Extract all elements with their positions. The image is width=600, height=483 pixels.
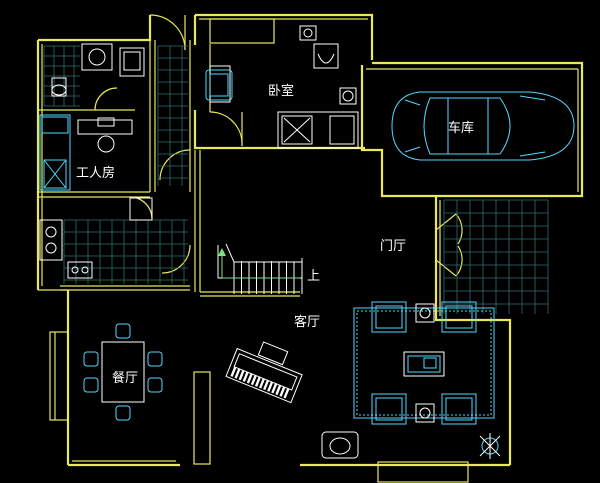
bedroom-furniture (205, 25, 359, 149)
living-room-furniture (321, 301, 501, 459)
servant-room-furniture (39, 114, 71, 191)
staircase (217, 243, 303, 294)
room-label-servant-room: 工人房 (76, 165, 115, 181)
car-icon (391, 91, 575, 161)
room-label-bedroom: 卧室 (268, 83, 294, 99)
stair-arrow-icon (218, 248, 300, 279)
bathroom-fixtures (51, 43, 145, 153)
stair-up-label: 上 (307, 269, 320, 284)
room-label-foyer: 门厅 (380, 239, 406, 254)
room-label-garage: 车库 (448, 120, 474, 136)
dining-furniture (83, 323, 163, 421)
tile-grids (43, 45, 549, 314)
room-label-living-room: 客厅 (294, 314, 320, 330)
room-labels: 卧室 车库 工人房 门厅 客厅 餐厅 上 (76, 83, 474, 386)
walls (36, 13, 584, 483)
kitchen-fixtures (39, 197, 153, 279)
room-label-dining-room: 餐厅 (112, 370, 138, 386)
piano-icon (225, 341, 303, 404)
